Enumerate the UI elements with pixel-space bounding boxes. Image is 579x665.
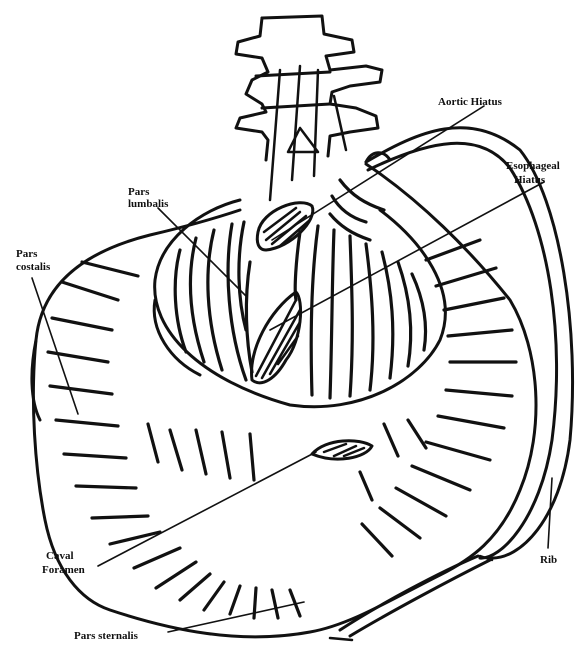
vertebral-column <box>236 16 382 200</box>
caval-foramen-label-line2: Foramen <box>42 564 85 577</box>
pars-costalis-label-line1: Pars <box>16 248 37 261</box>
esophageal-hiatus <box>252 292 301 383</box>
caval-foramen-label-line1: Caval <box>46 550 74 563</box>
pars-sternalis-label: Pars sternalis <box>74 630 138 643</box>
aortic-hiatus <box>257 203 313 250</box>
rib-label: Rib <box>540 554 557 567</box>
esophageal-hiatus-label-line1: Esophageal <box>506 160 560 173</box>
sternal-fibers <box>110 424 300 618</box>
pars-lumbalis-label-line2: lumbalis <box>128 198 168 211</box>
costal-fibers-right <box>360 240 516 556</box>
pars-costalis-label-line2: costalis <box>16 261 50 274</box>
caval-foramen <box>312 441 372 459</box>
costal-fibers-left <box>48 262 148 518</box>
aortic-hiatus-label: Aortic Hiatus <box>438 96 502 109</box>
esophageal-hiatus-label-line2: Hiatus <box>514 174 545 187</box>
